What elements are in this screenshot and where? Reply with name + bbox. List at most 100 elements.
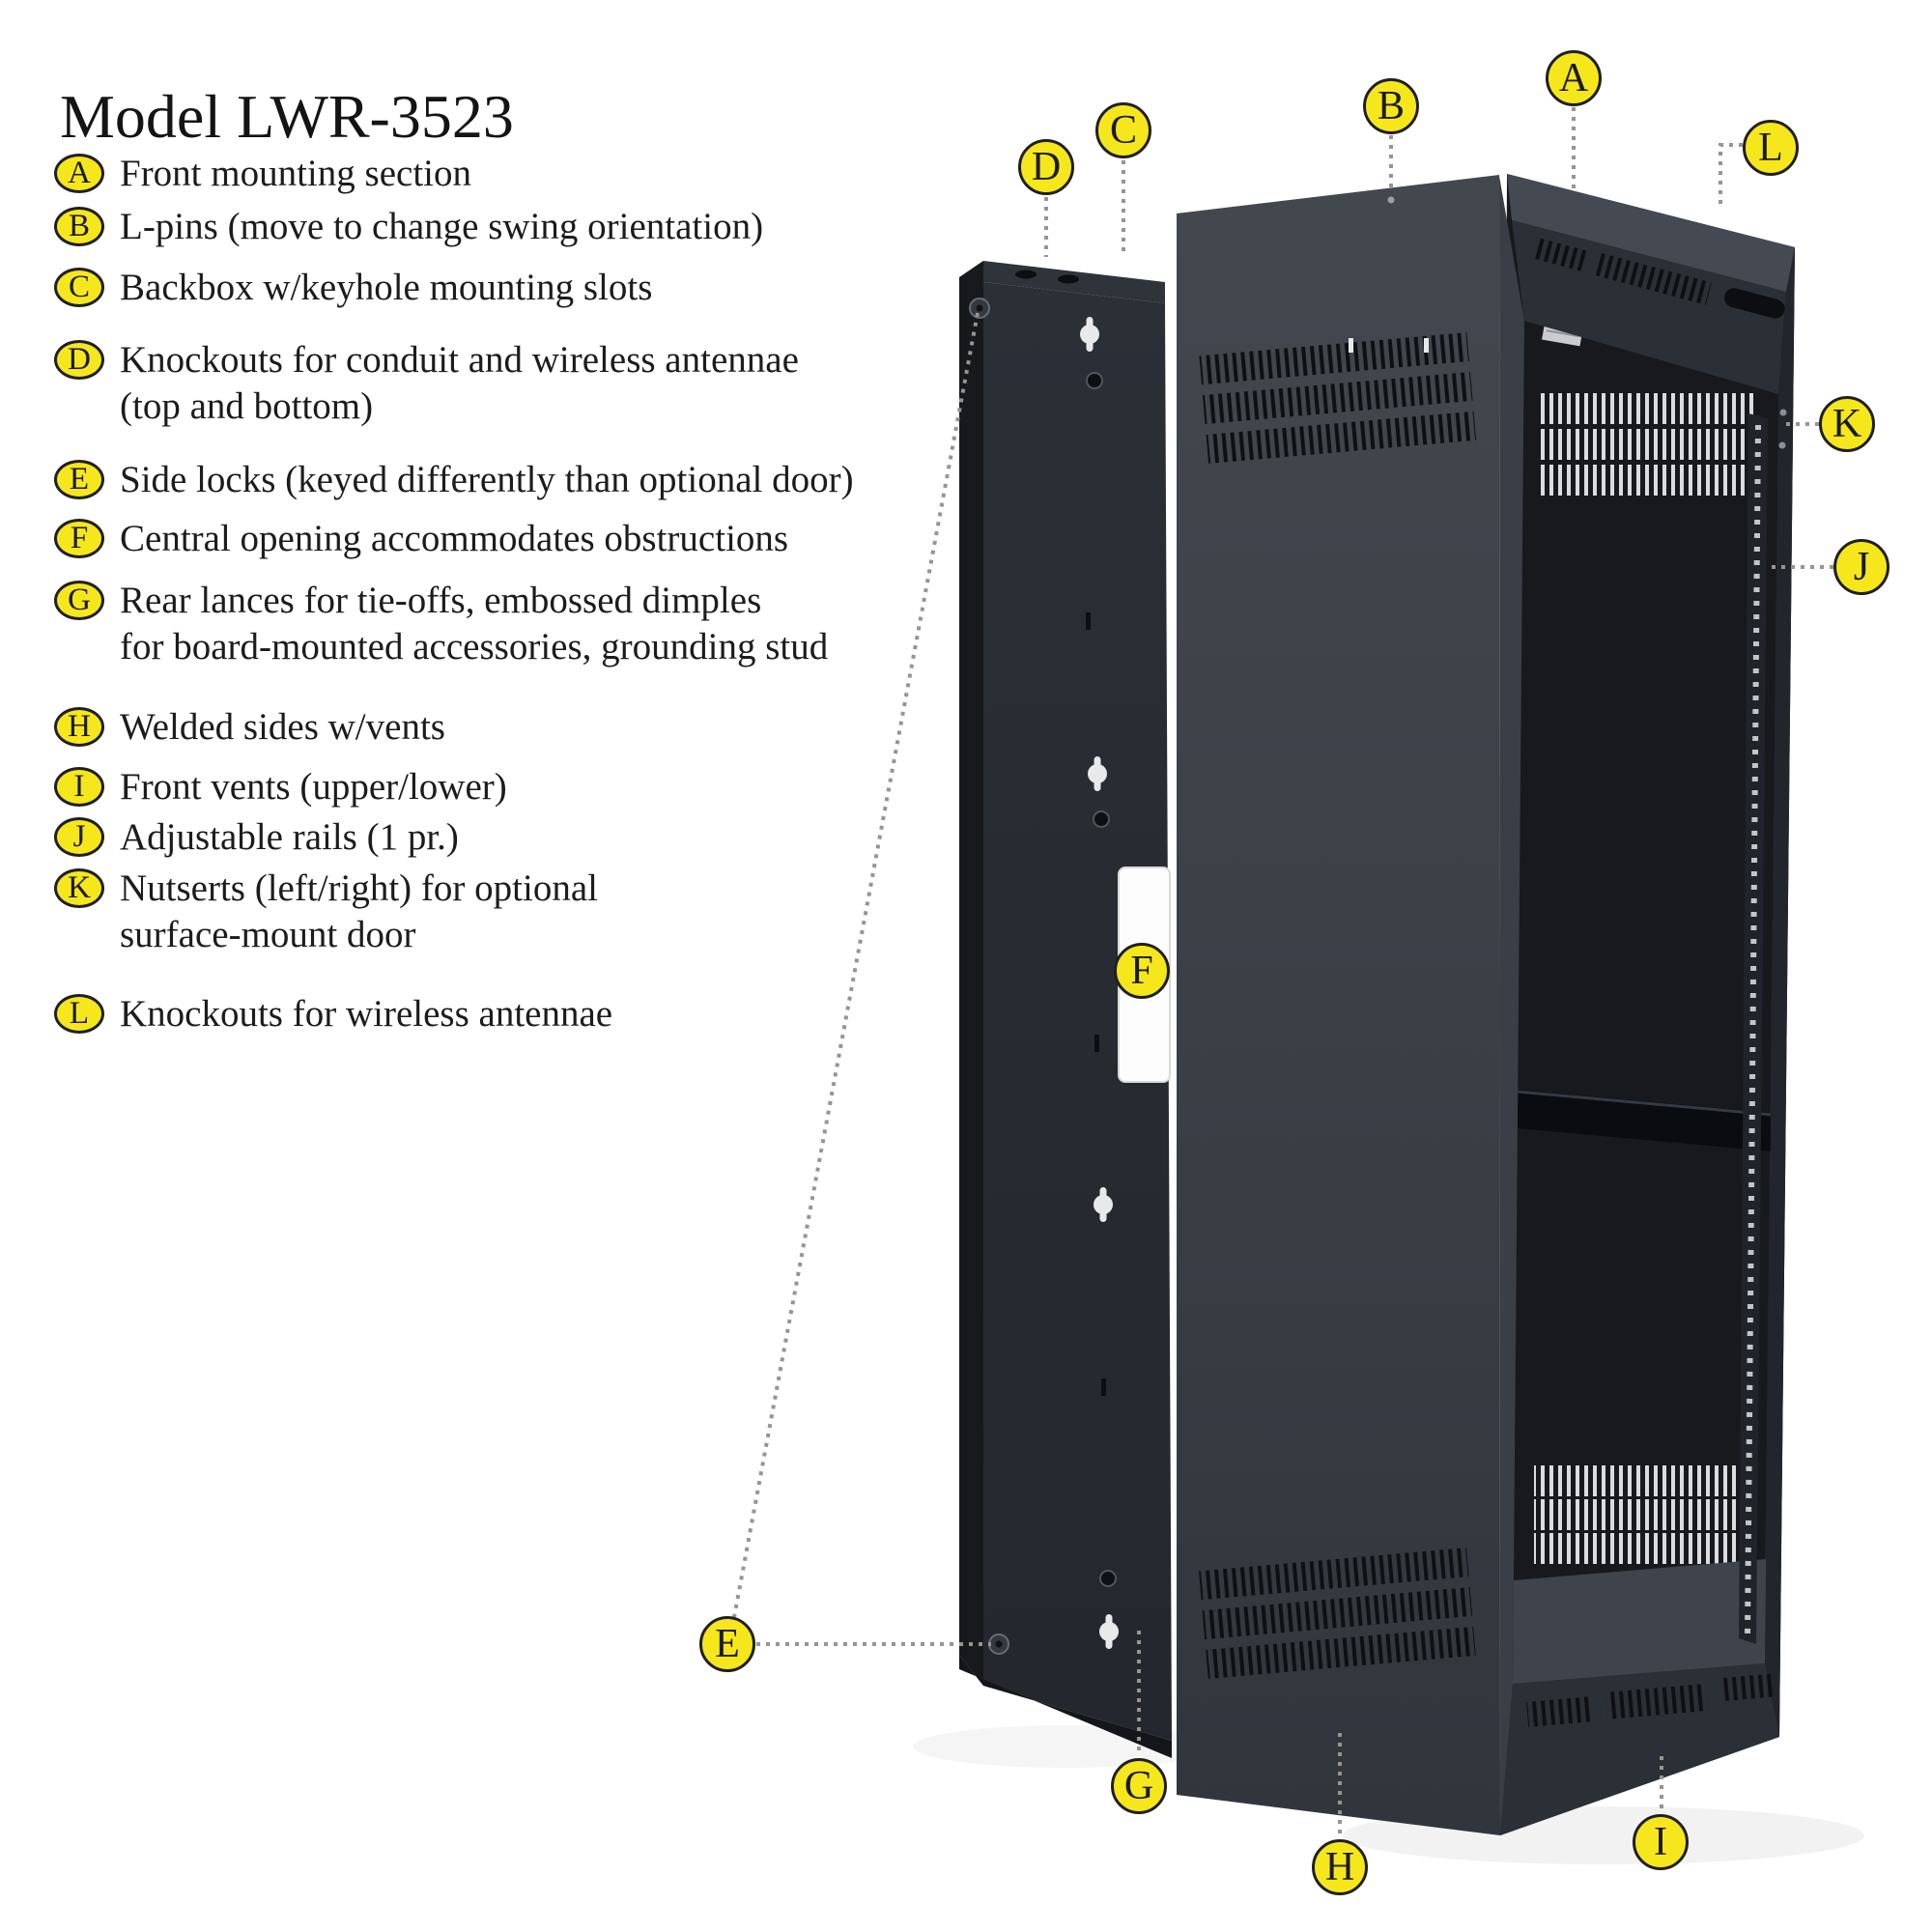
conduit-knockout (1058, 274, 1079, 284)
callout-badge-F: F (1114, 943, 1170, 999)
legend-row-D: D Knockouts for conduit and wireless ant… (54, 337, 799, 430)
legend: A Front mounting section B L-pins (move … (0, 0, 947, 1159)
side-vent-upper (1199, 332, 1469, 385)
keyhole-slot (1099, 1614, 1119, 1649)
legend-letter-badge: K (54, 868, 104, 908)
rack-body (1177, 174, 1795, 1835)
legend-letter-badge: F (54, 519, 104, 558)
legend-row-H: H Welded sides w/vents (54, 704, 445, 751)
legend-label-line: Knockouts for wireless antennae (120, 993, 613, 1035)
rear-lance (1086, 612, 1091, 630)
rear-vent-lower (1534, 1499, 1745, 1530)
callout-badge-A: A (1546, 50, 1602, 106)
legend-label: Front mounting section (120, 151, 471, 197)
keyhole-slot (1094, 1187, 1113, 1222)
side-vent-upper (1206, 411, 1477, 464)
rack-right-post (1764, 247, 1795, 1737)
screw-hole (1093, 810, 1110, 828)
legend-row-K: K Nutserts (left/right) for optional surf… (54, 866, 598, 958)
backbox-shadow (913, 1725, 1222, 1768)
side-lock-top (969, 298, 990, 319)
leader-E-diagonal (732, 312, 980, 1618)
keyhole-slot (1088, 756, 1107, 791)
legend-row-I: I Front vents (upper/lower) (54, 764, 507, 810)
top-rail-vent (1595, 253, 1712, 305)
leader-lines (732, 107, 1833, 1837)
callout-badge-L: L (1743, 120, 1799, 176)
top-rail-vent (1532, 237, 1587, 271)
backbox-back-panel (983, 282, 1172, 1741)
legend-letter-badge: H (54, 707, 104, 747)
legend-row-A: A Front mounting section (54, 151, 471, 197)
rack-left-post (1499, 176, 1524, 1835)
legend-label-line: (top and bottom) (120, 385, 374, 427)
side-vent-lower (1202, 1586, 1473, 1640)
backbox (959, 261, 1172, 1758)
legend-letter-badge: C (54, 268, 104, 307)
callout-badge-H: H (1312, 1839, 1368, 1895)
callout-badge-I: I (1633, 1814, 1689, 1870)
wireless-knockout (1724, 288, 1785, 319)
legend-label-line: Rear lances for tie-offs, embossed dimpl… (120, 580, 762, 621)
rear-lance (1094, 1035, 1099, 1052)
conduit-knockout (1015, 270, 1037, 279)
side-lock-bottom (988, 1634, 1009, 1655)
nutsert (1778, 441, 1786, 449)
screw-hole (1099, 1570, 1117, 1587)
legend-label: Knockouts for wireless antennae (120, 991, 612, 1037)
bottom-rail-vent (1526, 1696, 1593, 1727)
legend-letter-badge: I (54, 767, 104, 807)
legend-label-line: Side locks (keyed differently than optio… (120, 459, 854, 500)
legend-row-B: B L-pins (move to change swing orientati… (54, 204, 763, 250)
rack-front-base (1500, 174, 1795, 1835)
legend-label-line: Knockouts for conduit and wireless anten… (120, 339, 799, 381)
legend-label: Backbox w/keyhole mounting slots (120, 265, 652, 311)
callout-badge-K: K (1819, 396, 1875, 452)
legend-label-line: L-pins (move to change swing orientation… (120, 206, 764, 247)
legend-letter-badge: B (54, 207, 104, 246)
legend-row-F: F Central opening accommodates obstructi… (54, 516, 788, 562)
side-panel (1177, 175, 1500, 1835)
interior-mid-band (1517, 1090, 1773, 1151)
callout-badge-E: E (699, 1616, 755, 1672)
page-title: Model LWR-3523 (60, 82, 514, 151)
side-vent-upper (1202, 371, 1473, 425)
legend-row-E: E Side locks (keyed differently than opt… (54, 457, 854, 503)
panel-clip (1424, 338, 1429, 353)
panel-clip (1349, 338, 1353, 353)
legend-label: Welded sides w/vents (120, 704, 445, 751)
bottom-rail-vent (1723, 1673, 1776, 1701)
callout-badge-D: D (1018, 139, 1074, 195)
legend-label-line: Front mounting section (120, 153, 471, 194)
side-vent-lower (1199, 1548, 1469, 1601)
legend-label: Knockouts for conduit and wireless anten… (120, 337, 799, 430)
legend-row-C: C Backbox w/keyhole mounting slots (54, 265, 652, 311)
legend-label: Rear lances for tie-offs, embossed dimpl… (120, 578, 828, 670)
legend-letter-badge: L (54, 994, 104, 1034)
legend-label: Adjustable rails (1 pr.) (120, 814, 459, 861)
legend-letter-badge: A (54, 154, 104, 193)
legend-label-line: Central opening accommodates obstruction… (120, 518, 789, 559)
legend-letter-badge: G (54, 581, 104, 620)
callout-badge-J: J (1833, 539, 1889, 595)
rack-top-face (1507, 174, 1795, 292)
rear-vent-lower (1534, 1465, 1745, 1496)
legend-letter-badge: D (54, 340, 104, 380)
l-pin (1387, 196, 1395, 204)
leader-L (1719, 143, 1743, 209)
backbox-bottom-edge (959, 1655, 1172, 1758)
bottom-rail-vent (1605, 1683, 1709, 1719)
legend-label-line: surface-mount door (120, 914, 416, 955)
keyhole-slot (1080, 317, 1099, 352)
legend-label: Front vents (upper/lower) (120, 764, 507, 810)
side-vent-lower (1206, 1626, 1476, 1679)
legend-label-line: Adjustable rails (1 pr.) (120, 816, 459, 858)
rear-vent-upper (1538, 429, 1754, 460)
legend-label-line: Nutserts (left/right) for optional (120, 867, 598, 909)
legend-label-line: Front vents (upper/lower) (120, 766, 507, 808)
legend-label-line: for board-mounted accessories, grounding… (120, 626, 829, 668)
legend-row-G: G Rear lances for tie-offs, embossed dim… (54, 578, 828, 670)
legend-label: Central opening accommodates obstruction… (120, 516, 788, 562)
